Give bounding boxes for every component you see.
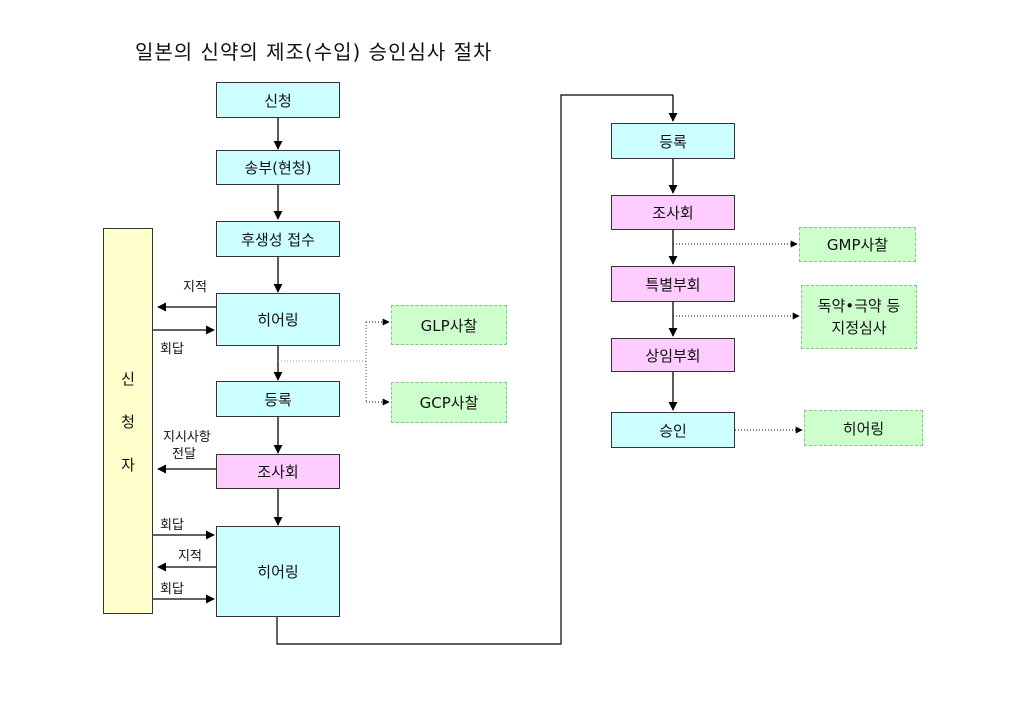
- applicant-char-3: 자: [121, 455, 135, 474]
- glp-inspection: GLP사찰: [391, 305, 507, 345]
- step-hearing-2: 히어링: [216, 526, 340, 617]
- label-instruction-2: 전달: [172, 447, 196, 462]
- label-instruction-1: 지시사항: [163, 430, 211, 445]
- designation-line-2: 지정심사: [831, 319, 887, 337]
- gcp-inspection: GCP사찰: [391, 382, 507, 423]
- label-point-out-2: 지적: [178, 549, 202, 564]
- applicant-box: 신 청 자: [103, 228, 153, 614]
- step-standing-subcommittee: 상임부회: [611, 338, 735, 372]
- designation-review: 독약•극약 등 지정심사: [801, 285, 917, 349]
- step-special-subcommittee: 특별부회: [611, 266, 735, 302]
- step-approval: 승인: [611, 412, 735, 448]
- applicant-char-2: 청: [121, 412, 135, 431]
- hearing-final: 히어링: [804, 410, 923, 446]
- label-reply-1: 회답: [160, 342, 184, 357]
- step-forward: 송부(현청): [216, 150, 340, 185]
- step-investigation-2: 조사회: [611, 195, 735, 230]
- label-point-out-1: 지적: [183, 280, 207, 295]
- step-hearing-1: 히어링: [216, 293, 340, 346]
- applicant-char-1: 신: [121, 369, 135, 388]
- gmp-inspection: GMP사찰: [799, 227, 916, 262]
- designation-line-1: 독약•극약 등: [817, 297, 901, 315]
- step-investigation: 조사회: [216, 454, 340, 489]
- step-register-2: 등록: [611, 123, 735, 159]
- step-apply: 신청: [216, 82, 340, 118]
- label-reply-3: 회답: [160, 582, 184, 597]
- label-reply-2: 회답: [160, 518, 184, 533]
- page-title: 일본의 신약의 제조(수입) 승인심사 절차: [135, 40, 493, 64]
- step-receipt: 후생성 접수: [216, 221, 340, 257]
- step-register: 등록: [216, 381, 340, 417]
